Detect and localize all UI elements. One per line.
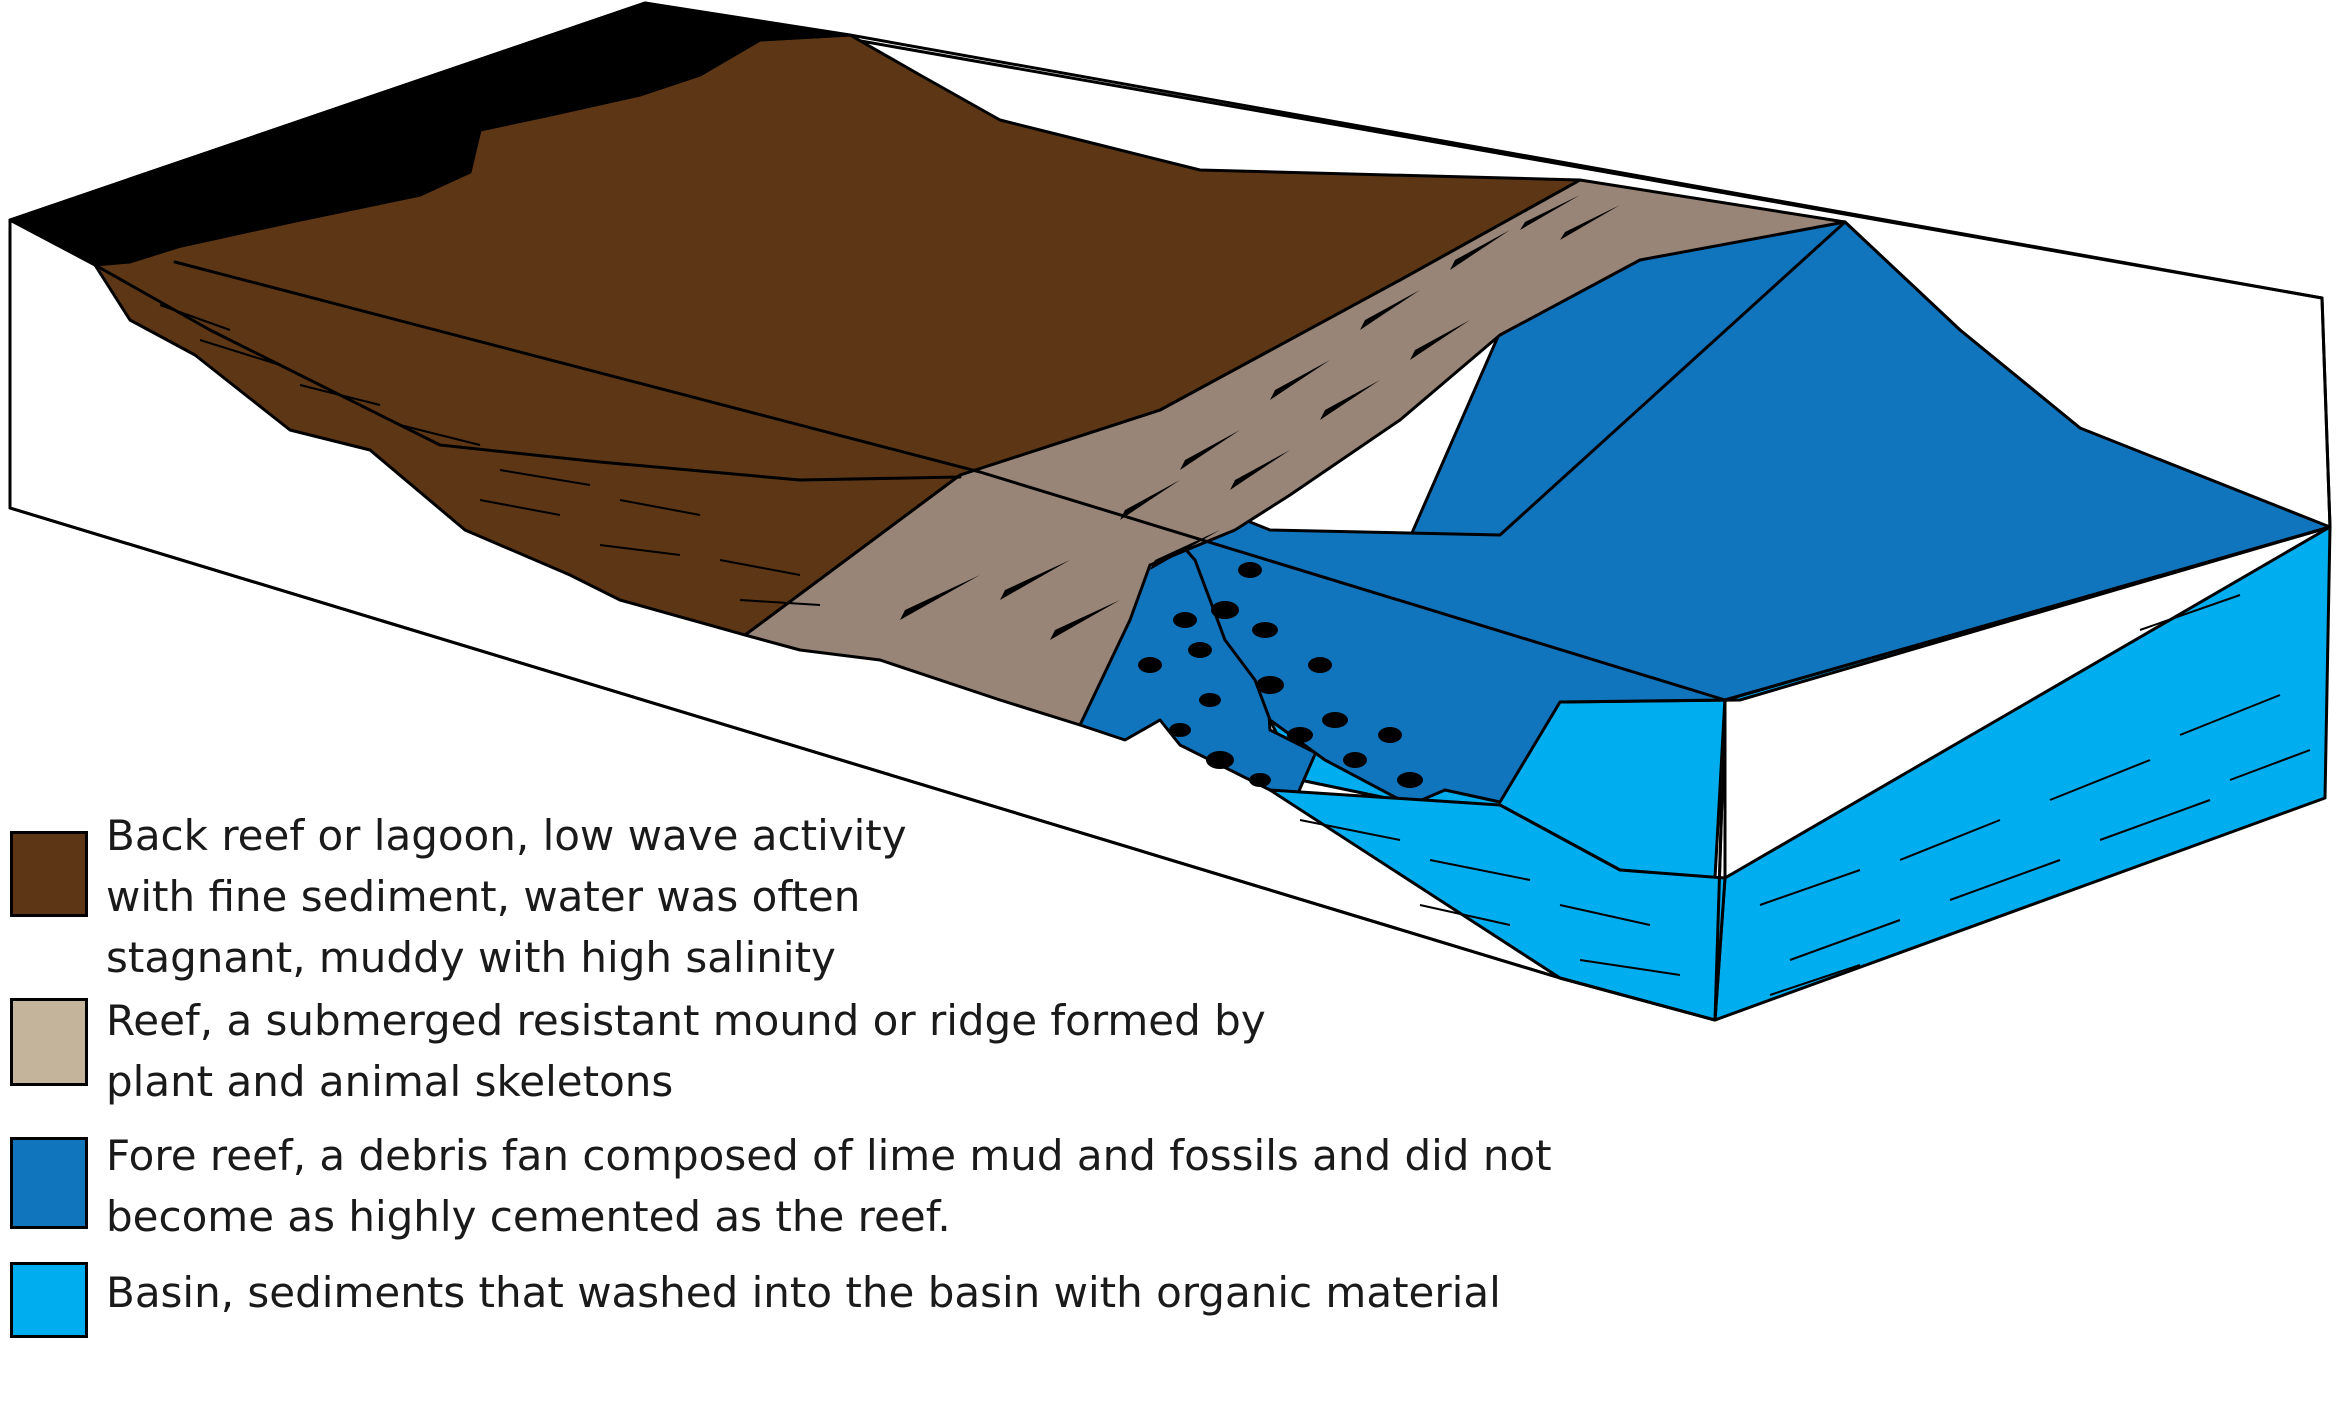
bedding-marks xyxy=(159,304,2311,996)
box-front-edge xyxy=(8,218,1727,1022)
fore-reef-debris xyxy=(1138,562,1423,788)
box-right-edge xyxy=(1723,296,2332,702)
reef-fossil-marks xyxy=(900,195,1620,640)
water-line xyxy=(173,260,1727,702)
lagoon-profile xyxy=(93,263,962,482)
far-edge-shadow xyxy=(8,1,852,267)
box-top-edge xyxy=(848,33,2324,300)
